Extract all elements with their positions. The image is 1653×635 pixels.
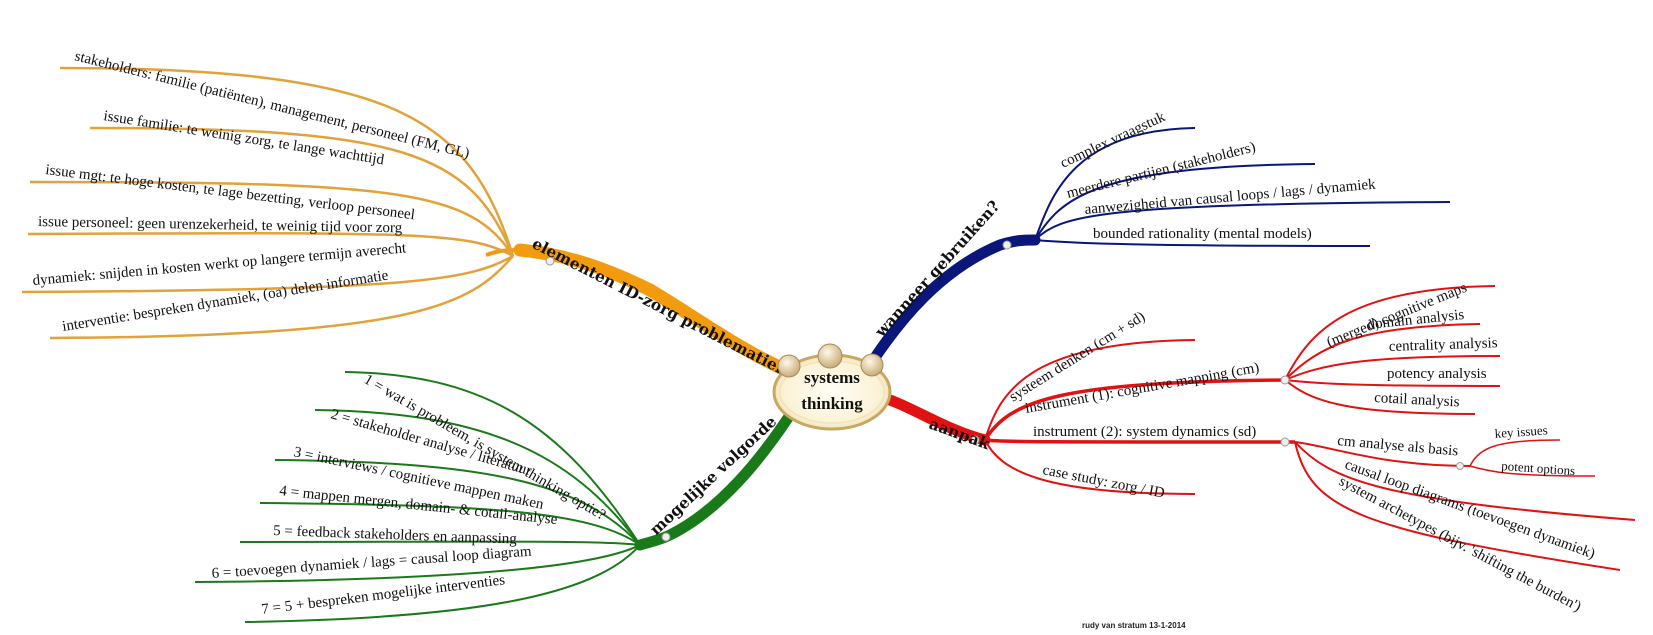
connector-dot <box>1456 462 1464 470</box>
branch-line <box>984 438 1296 444</box>
branch-line <box>983 378 1286 441</box>
people-icon <box>817 343 843 369</box>
list-item: complex vraagstuk <box>1058 109 1168 172</box>
list-item: cotail analysis <box>1374 390 1460 410</box>
list-item: 7 = 5 + bespreken mogelijke interventies <box>261 572 506 618</box>
branch-line <box>89 126 515 257</box>
branch-line <box>244 544 641 623</box>
list-item: instrument (2): system dynamics (sd) <box>1033 424 1256 440</box>
central-topic-line2: thinking <box>801 394 863 413</box>
branch-line <box>984 439 1196 495</box>
branch-line <box>194 544 641 583</box>
branch-line <box>1284 323 1481 381</box>
list-item: 5 = feedback stakeholders en aanpassing <box>273 523 518 548</box>
branch-volgorde: mogelijke volgorde 1 = wat is probleem, … <box>194 371 796 623</box>
branch-aanpak: aanpak systeem denken (cm + sd) instrume… <box>872 280 1636 615</box>
branch-line <box>1469 439 1561 467</box>
branch-label-aanpak: aanpak <box>927 414 993 453</box>
connector-dot <box>1280 375 1290 385</box>
branch-line <box>1294 441 1621 571</box>
branch-line <box>29 180 515 257</box>
branch-line <box>1034 239 1371 247</box>
branch-line <box>344 371 641 546</box>
branch-line <box>1469 465 1596 477</box>
branch-line <box>49 255 514 340</box>
branch-elementen: elementen ID-zorg problematiek stakehold… <box>21 48 797 380</box>
connector-dot <box>545 256 555 266</box>
branch-line <box>1294 441 1471 467</box>
branch-line <box>59 66 515 257</box>
branch-line <box>239 540 641 546</box>
central-topic-line1: systems <box>804 368 860 387</box>
list-item: issue personeel: geen urenzekerheid, te … <box>38 214 403 236</box>
main-branch-wanneer <box>866 234 1041 368</box>
branch-line <box>21 254 514 294</box>
branch-line <box>314 409 641 546</box>
list-item: bounded rationality (mental models) <box>1093 226 1312 242</box>
branch-line <box>1034 201 1451 241</box>
list-item: case study: zorg / ID <box>1041 462 1166 501</box>
list-item: potent options <box>1501 458 1576 478</box>
branch-line <box>1284 379 1476 415</box>
connector-dot <box>1280 437 1290 447</box>
connector-dot <box>661 532 671 542</box>
branch-label-wanneer: wanneer gebruiken? <box>870 196 1003 341</box>
main-branch-elementen <box>513 243 797 379</box>
list-item: centrality analysis <box>1389 335 1498 355</box>
list-item: key issues <box>1494 422 1548 441</box>
branch-label-volgorde: mogelijke volgorde <box>646 412 781 539</box>
list-item: potency analysis <box>1387 366 1487 382</box>
branch-line <box>1284 285 1496 381</box>
branch-line <box>984 339 1196 441</box>
connector-dot <box>1002 240 1012 250</box>
branch-line <box>1294 441 1636 521</box>
branch-line <box>259 502 641 546</box>
branch-label-elementen: elementen ID-zorg problematiek <box>529 234 791 380</box>
branch-line <box>1034 127 1196 241</box>
people-icon <box>777 354 801 378</box>
branch-line <box>1284 355 1501 381</box>
branch-line <box>274 459 641 546</box>
branch-line <box>1034 163 1316 241</box>
people-icon <box>860 353 884 377</box>
author-credit: rudy van stratum 13-1-2014 <box>1082 621 1186 630</box>
branch-line <box>27 231 514 258</box>
main-branch-volgorde <box>634 409 796 551</box>
branch-line <box>1284 379 1501 387</box>
connector-dot <box>970 435 980 445</box>
list-item: cm analyse als basis <box>1337 433 1459 460</box>
central-topic[interactable]: systems thinking <box>772 343 892 431</box>
